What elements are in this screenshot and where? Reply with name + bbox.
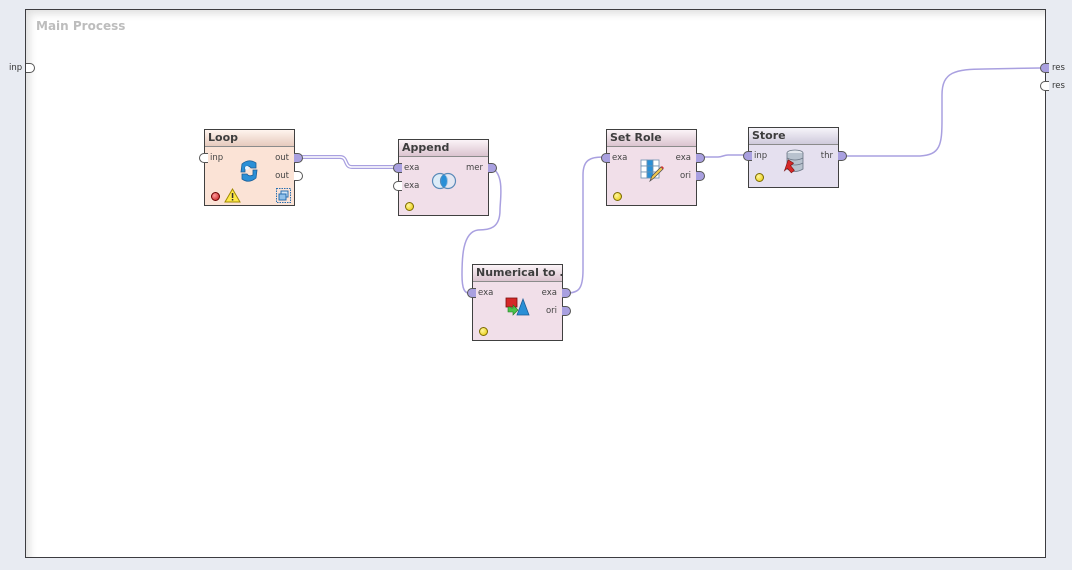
- wire-store-to-result[interactable]: [844, 67, 1041, 157]
- port-label-ori: ori: [545, 306, 557, 316]
- operator-loop[interactable]: Loop inp out out: [204, 129, 295, 206]
- process-input-port[interactable]: [26, 63, 35, 73]
- operator-title: Store: [749, 128, 838, 145]
- port-label-out-1: out: [275, 153, 289, 163]
- status-ready-icon: [613, 192, 622, 201]
- status-ready-icon: [405, 202, 414, 211]
- numerical-to-nominal-icon: [505, 297, 530, 316]
- status-ready-icon: [755, 173, 764, 182]
- port-label-thr: thr: [820, 151, 833, 161]
- append-input-port-1[interactable]: [393, 163, 402, 173]
- process-result-port-2-label: res: [1052, 81, 1065, 91]
- append-icon: [431, 172, 457, 190]
- numerical-to-input-port[interactable]: [467, 288, 476, 298]
- wire-numerical-to-setrole[interactable]: [565, 156, 604, 294]
- operator-title: Set Role: [607, 130, 696, 147]
- operator-title: Numerical to ...: [473, 265, 562, 282]
- set-role-icon: [640, 159, 664, 183]
- port-label-inp: inp: [754, 151, 768, 161]
- port-label-exa-1: exa: [404, 163, 420, 173]
- loop-icon: [240, 160, 258, 182]
- operator-append[interactable]: Append exa exa mer: [398, 139, 489, 216]
- process-title: Main Process: [36, 19, 126, 33]
- operator-store[interactable]: Store inp thr: [748, 127, 839, 188]
- status-ready-icon: [479, 327, 488, 336]
- wire-append-to-numerical[interactable]: [461, 167, 502, 294]
- port-label-exa-in: exa: [478, 288, 494, 298]
- append-input-port-2[interactable]: [393, 181, 402, 191]
- port-label-exa-out: exa: [675, 153, 691, 163]
- numerical-to-output-port-1[interactable]: [562, 288, 571, 298]
- operator-set-role[interactable]: Set Role exa exa ori: [606, 129, 697, 206]
- warning-icon[interactable]: [224, 188, 241, 203]
- port-label-out-2: out: [275, 171, 289, 181]
- store-output-port[interactable]: [838, 151, 847, 161]
- operator-numerical-to[interactable]: Numerical to ... exa exa ori: [472, 264, 563, 341]
- process-result-port-1[interactable]: [1040, 63, 1049, 73]
- store-input-port[interactable]: [743, 151, 752, 161]
- loop-output-port-1[interactable]: [294, 153, 303, 163]
- port-label-inp: inp: [210, 153, 224, 163]
- process-result-port-1-label: res: [1052, 63, 1065, 73]
- set-role-output-port-1[interactable]: [696, 153, 705, 163]
- append-output-port[interactable]: [488, 163, 497, 173]
- subprocess-icon[interactable]: [276, 188, 291, 203]
- process-result-port-2[interactable]: [1040, 81, 1049, 91]
- status-error-icon: [211, 192, 220, 201]
- loop-output-port-2[interactable]: [294, 171, 303, 181]
- loop-input-port[interactable]: [199, 153, 208, 163]
- set-role-output-port-2[interactable]: [696, 171, 705, 181]
- port-label-exa-out: exa: [541, 288, 557, 298]
- port-label-exa-2: exa: [404, 181, 420, 191]
- process-input-port-label: inp: [9, 63, 23, 73]
- wire-setrole-to-store[interactable]: [700, 154, 744, 158]
- operator-title: Append: [399, 140, 488, 157]
- store-icon: [783, 149, 804, 174]
- operator-title: Loop: [205, 130, 294, 147]
- port-label-ori: ori: [679, 171, 691, 181]
- numerical-to-output-port-2[interactable]: [562, 306, 571, 316]
- port-label-mer: mer: [465, 163, 483, 173]
- wire-loop-to-append-inner: [298, 156, 395, 168]
- port-label-exa-in: exa: [612, 153, 628, 163]
- set-role-input-port[interactable]: [601, 153, 610, 163]
